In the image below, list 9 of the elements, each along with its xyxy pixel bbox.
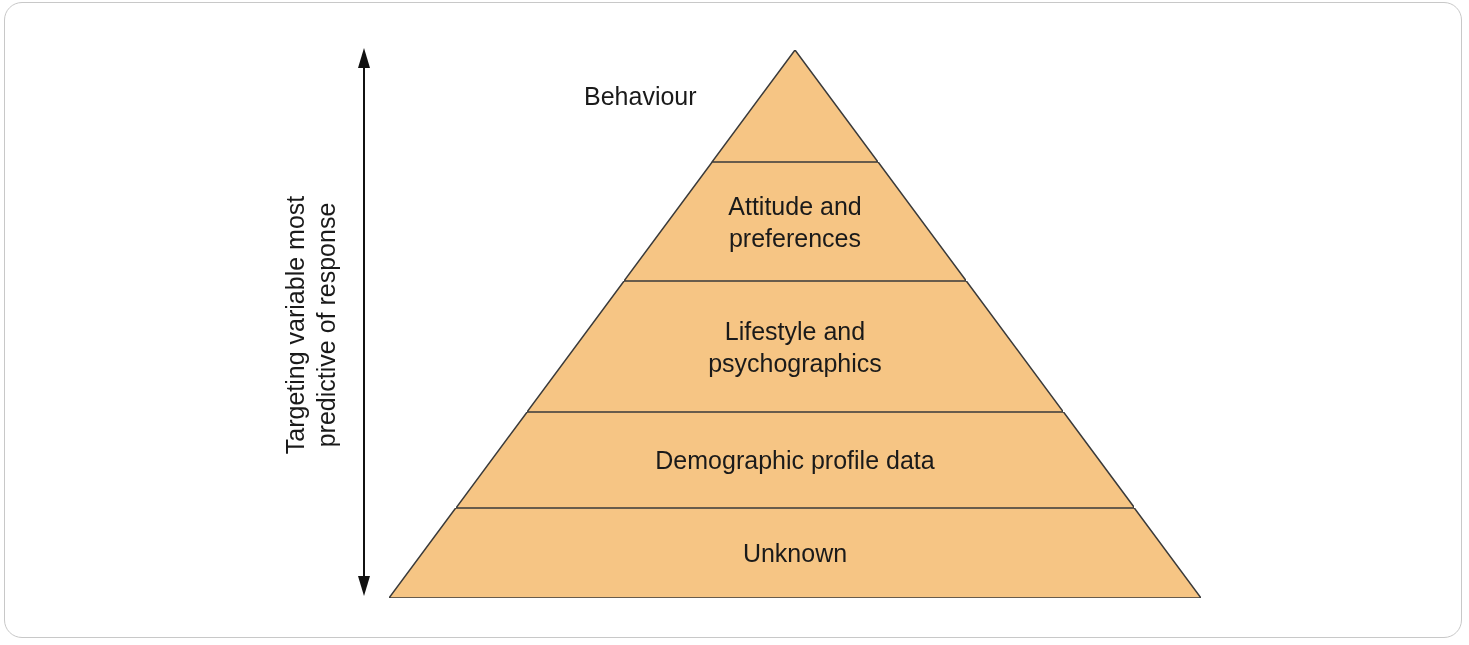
tier-label: Behaviour	[584, 81, 698, 112]
tier-label: Lifestyle and psychographics	[707, 315, 883, 379]
axis-label: Targeting variable most predictive of response	[280, 194, 341, 457]
tier-label: Demographic profile data	[654, 445, 936, 476]
pyramid-tier	[526, 281, 1064, 412]
pyramid-tier	[455, 412, 1135, 508]
tier-label: Attitude and preferences	[727, 190, 863, 254]
pyramid-tier	[389, 508, 1201, 598]
tier-label: Unknown	[741, 538, 849, 569]
